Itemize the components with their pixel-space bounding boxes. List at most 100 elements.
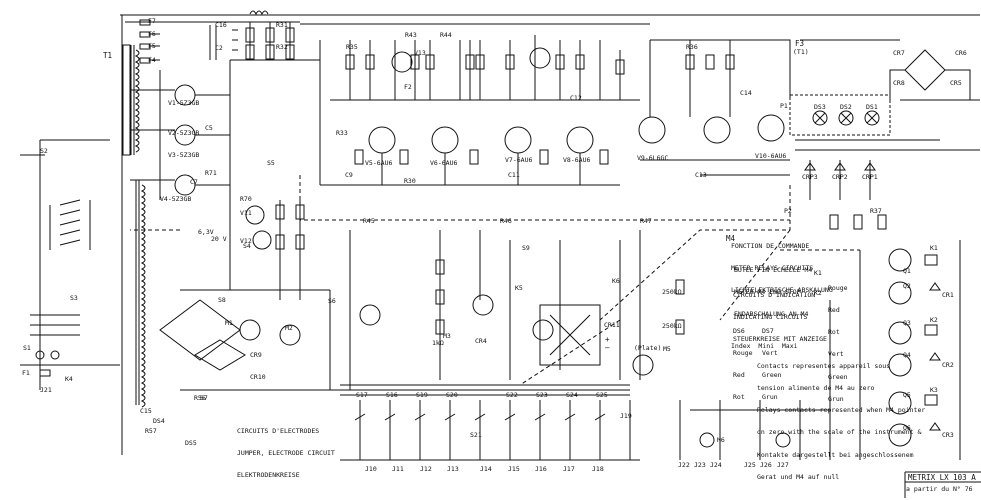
label-crp1: CRP1 xyxy=(862,173,878,181)
label-r71: R71 xyxy=(205,169,217,177)
label-v13: V13 xyxy=(414,49,426,57)
output-stage xyxy=(640,14,980,200)
label-j22: J22 xyxy=(678,461,690,469)
label-1k: 1kΩ xyxy=(432,339,444,347)
label-f5: F5 xyxy=(148,42,156,50)
label-k6: K6 xyxy=(612,277,620,285)
label-f3: F3 xyxy=(795,39,805,48)
label-r56: R56 xyxy=(194,394,206,402)
label-v2: V2-5Z3GB xyxy=(168,129,200,137)
label-s19: S19 xyxy=(416,391,428,399)
label-k1: K1 xyxy=(930,244,938,252)
label-6v3: 6,3V xyxy=(198,228,214,236)
label-cr7: CR7 xyxy=(893,49,905,57)
label-j19: J19 xyxy=(620,412,632,420)
label-c12: C12 xyxy=(570,94,582,102)
label-cr8: CR8 xyxy=(893,79,905,87)
label-s6: S6 xyxy=(328,297,336,305)
label-r36: R36 xyxy=(686,43,698,51)
label-r30: R30 xyxy=(404,177,416,185)
label-crp3: CRP3 xyxy=(802,173,818,181)
label-v3: V3-5Z3GB xyxy=(168,151,200,159)
label-s3: S3 xyxy=(70,294,78,302)
label-j15: J15 xyxy=(508,465,520,473)
label-m5: M5 xyxy=(663,345,671,353)
label-j18: J18 xyxy=(592,465,604,473)
label-v8: V8-6AU6 xyxy=(563,156,591,164)
label-r45: R45 xyxy=(363,217,375,225)
label-v7: V7-6AU6 xyxy=(505,156,533,164)
label-p1: P1 xyxy=(780,102,788,110)
label-j13: J13 xyxy=(447,465,459,473)
filter-network xyxy=(209,10,320,61)
selector-bank xyxy=(340,384,640,461)
label-j24: J24 xyxy=(710,461,722,469)
label-j26: J26 xyxy=(760,461,772,469)
range-switches xyxy=(20,199,120,377)
label-s7: S7 xyxy=(200,394,208,402)
label-s21: S21 xyxy=(470,431,482,439)
label-f4: F4 xyxy=(148,56,156,64)
label-v11: V11 xyxy=(240,209,252,217)
label-250k-b: 250kΩ xyxy=(662,322,682,330)
label-crp2: CRP2 xyxy=(832,173,848,181)
label-cr11: CR11 xyxy=(604,321,620,329)
label-q2: Q2 xyxy=(903,282,911,290)
legend-k1: K1 xyxy=(814,269,822,277)
label-q6: Q6 xyxy=(903,424,911,432)
note-indication: CIRCUITS D'INDICATION INDICATING CIRCUIT… xyxy=(733,290,827,344)
legend-k1-k2: Rouge Red Rot Vert Green Grun xyxy=(828,283,848,403)
label-ds2: DS2 xyxy=(840,103,852,111)
label-q5: Q5 xyxy=(903,391,911,399)
label-r31: R31 xyxy=(276,21,288,29)
label-s4: S4 xyxy=(243,242,251,250)
label-j14: J14 xyxy=(480,465,492,473)
title-validity: a partir du N° 76 xyxy=(906,485,973,493)
label-c14: C14 xyxy=(740,89,752,97)
legend-index: Index Mini Maxi xyxy=(731,342,798,350)
label-cr10: CR10 xyxy=(250,373,266,381)
relay-bank xyxy=(679,214,961,460)
label-j17: J17 xyxy=(563,465,575,473)
label-v12: V12 xyxy=(240,237,252,245)
label-ds4: DS4 xyxy=(153,417,165,425)
label-ds3: DS3 xyxy=(814,103,826,111)
label-s22: S22 xyxy=(506,391,518,399)
label-cr6: CR6 xyxy=(955,49,967,57)
label-cr4: CR4 xyxy=(475,337,487,345)
label-j25: J25 xyxy=(744,461,756,469)
label-c7: C7 xyxy=(190,178,198,186)
label-q4: Q4 xyxy=(903,351,911,359)
label-p2: P2 xyxy=(784,207,792,215)
regulator xyxy=(229,200,305,300)
label-k5: K5 xyxy=(515,284,523,292)
note-contacts: Contacts representes appareil sous tensi… xyxy=(757,361,926,481)
label-s9: S9 xyxy=(522,244,530,252)
label-r43: R43 xyxy=(405,31,417,39)
label-r37: R37 xyxy=(870,207,882,215)
label-s25: S25 xyxy=(596,391,608,399)
label-j12: J12 xyxy=(420,465,432,473)
legend-k2: K2 xyxy=(814,289,822,297)
label-r47: R47 xyxy=(640,217,652,225)
legend-ds7: DS7 Vert Green Grun xyxy=(762,326,782,402)
label-cr2: CR2 xyxy=(942,361,954,369)
label-j23: J23 xyxy=(694,461,706,469)
label-m2: M2 xyxy=(285,324,293,332)
note-stop: BUTEE FIN ECHELLE M4 METER M4 END STOP E… xyxy=(734,265,813,319)
note-electrodes: CIRCUITS D'ELECTRODES JUMPER, ELECTRODE … xyxy=(237,426,335,480)
label-m1: M1 xyxy=(225,319,233,327)
label-j27: J27 xyxy=(777,461,789,469)
label-r32: R32 xyxy=(276,43,288,51)
bridge-circuit xyxy=(159,289,340,391)
label-c15: C15 xyxy=(140,407,152,415)
label-r46: R46 xyxy=(500,217,512,225)
fuse-bank xyxy=(139,19,160,64)
label-c5: C5 xyxy=(205,124,213,132)
label-cr3: CR3 xyxy=(942,431,954,439)
label-r70: R70 xyxy=(240,195,252,203)
label-r44: R44 xyxy=(440,31,452,39)
label-s16: S16 xyxy=(386,391,398,399)
label-s23: S23 xyxy=(536,391,548,399)
